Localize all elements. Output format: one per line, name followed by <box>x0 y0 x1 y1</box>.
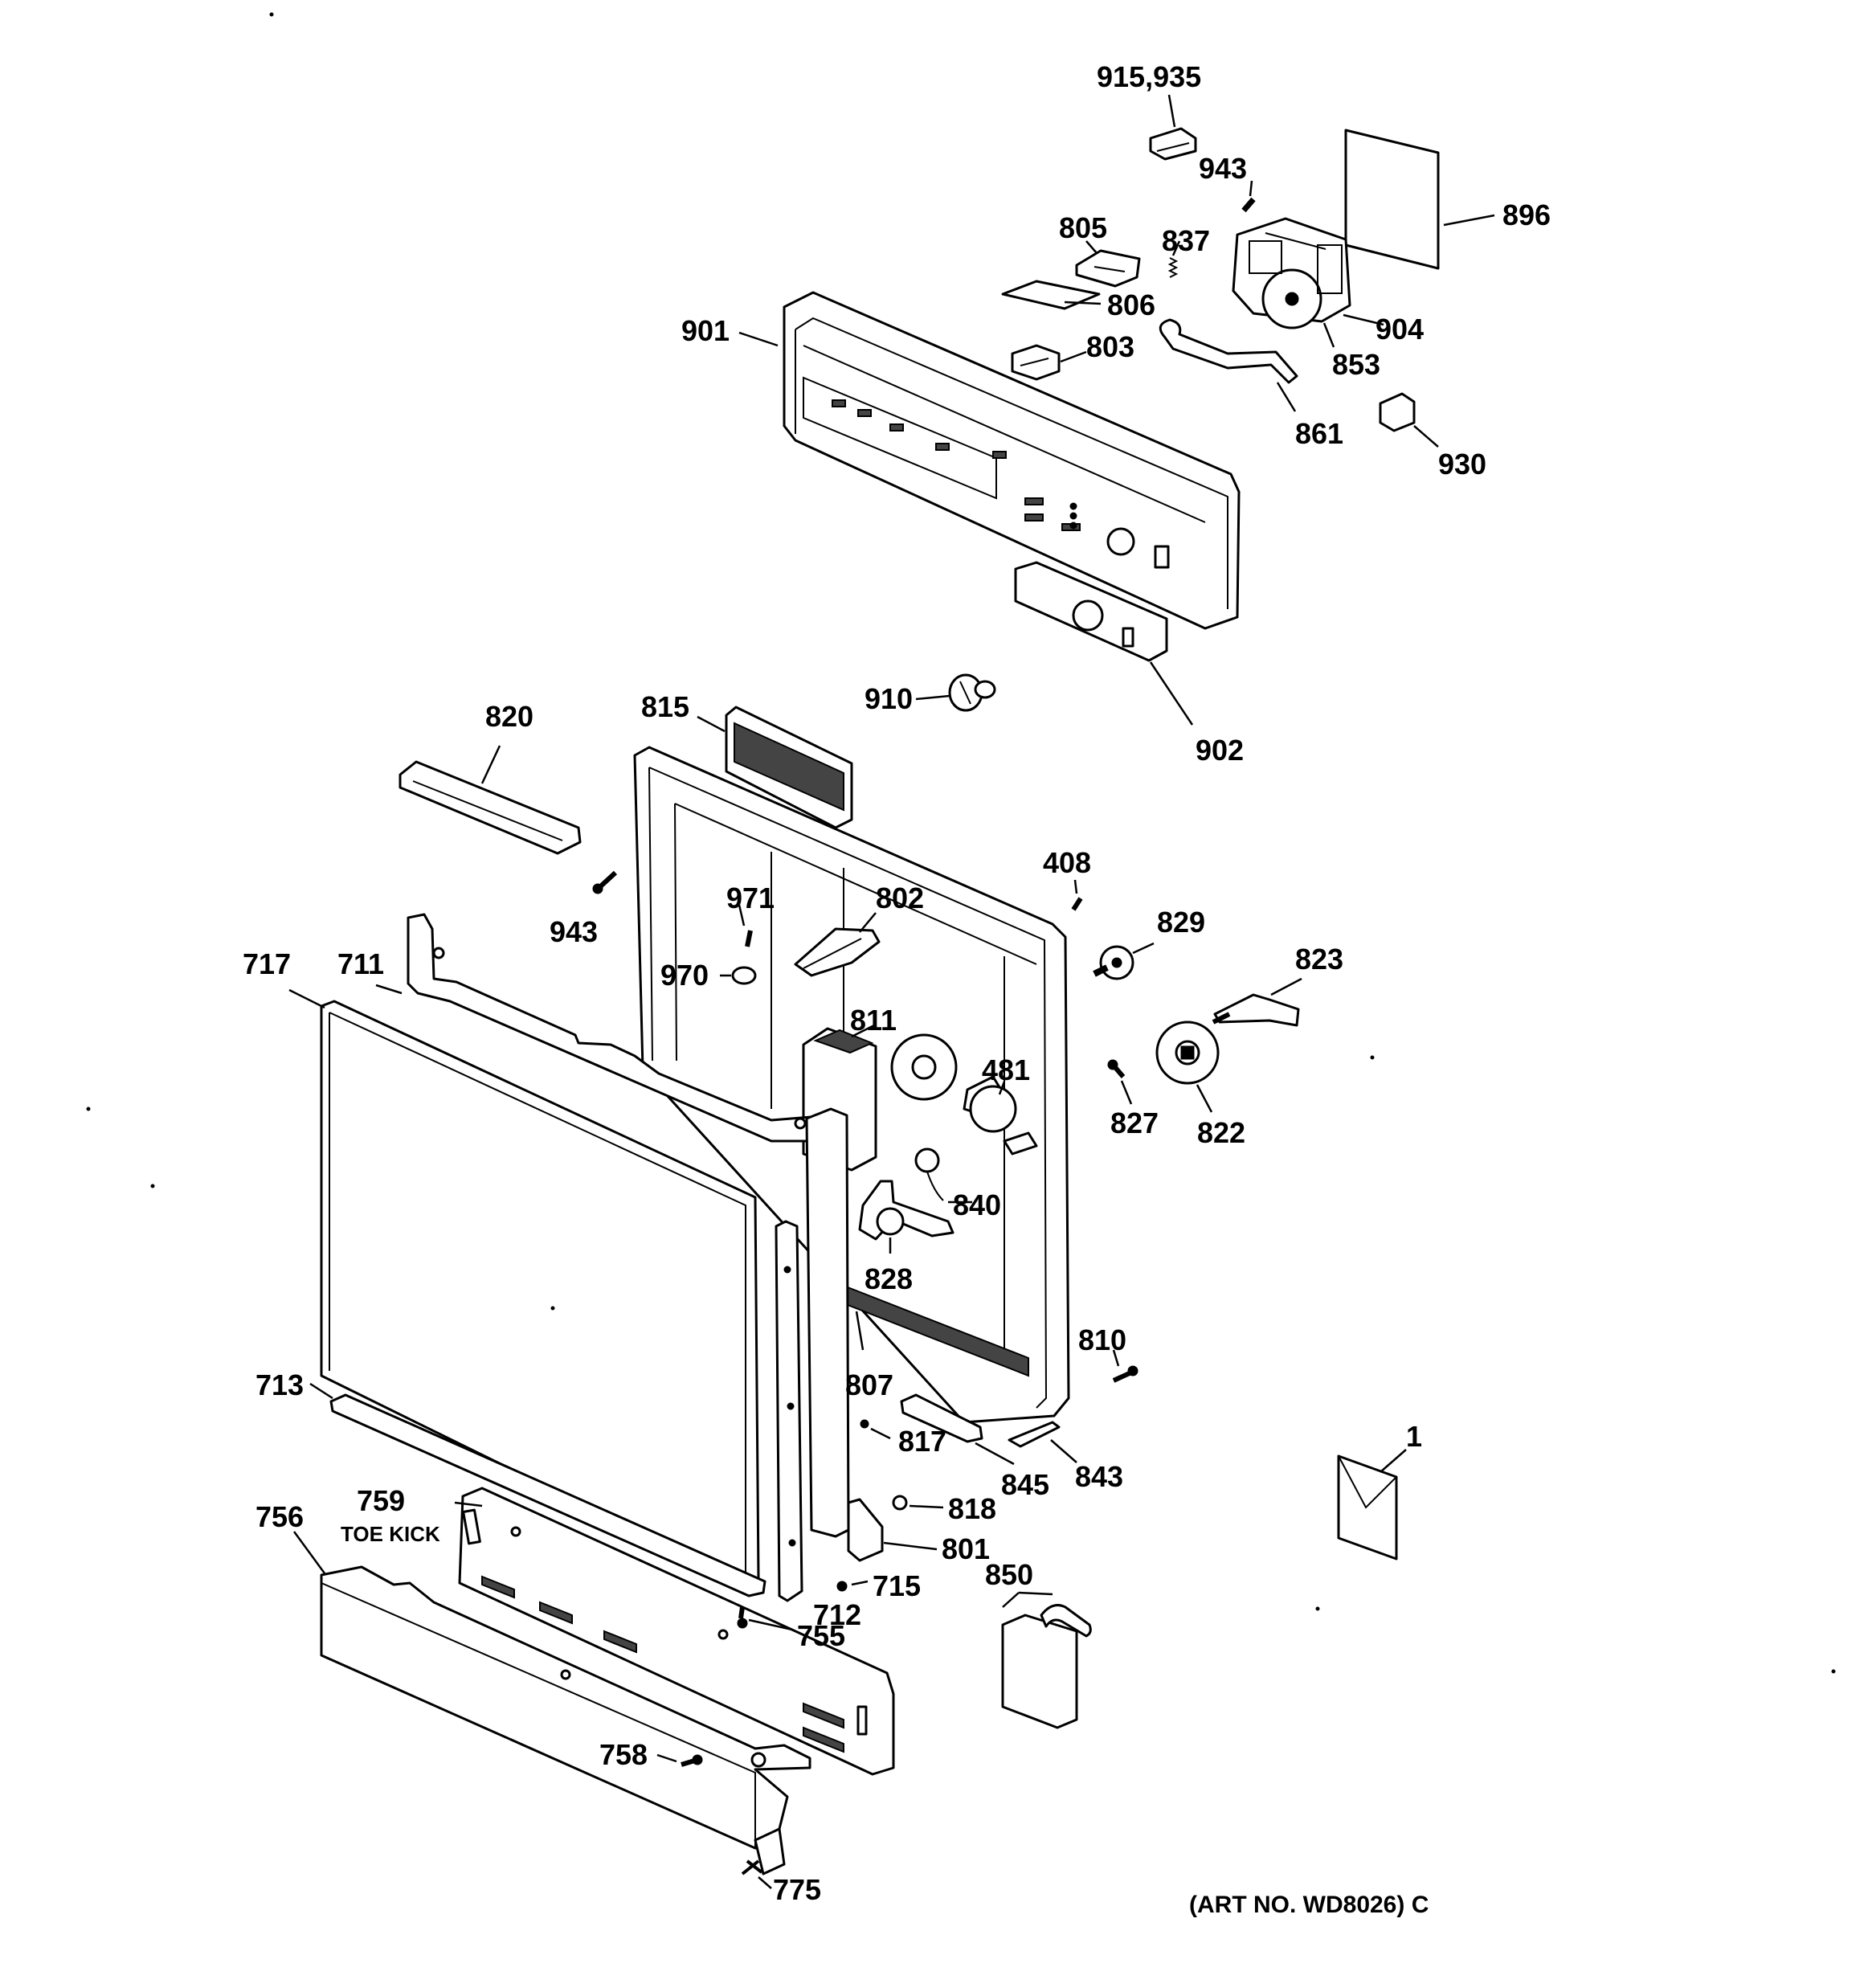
part-755-screw <box>737 1606 793 1631</box>
label-717: 717 <box>243 947 291 980</box>
part-861-lever <box>1159 318 1298 412</box>
label-715: 715 <box>873 1569 921 1602</box>
label-713: 713 <box>255 1368 304 1401</box>
label-943-top: 943 <box>1199 152 1247 185</box>
art-number: (ART NO. WD8026) C <box>1189 1892 1429 1918</box>
part-930-button <box>1379 392 1439 448</box>
part-971-pin <box>738 904 753 947</box>
part-915-935-switch <box>1149 94 1197 161</box>
part-713-bottom-strip <box>309 1382 766 1597</box>
label-807: 807 <box>845 1368 893 1401</box>
part-902-panel-insert <box>1014 561 1194 726</box>
label-843: 843 <box>1075 1460 1123 1493</box>
part-822-wheel <box>1155 1021 1220 1113</box>
label-850: 850 <box>985 1558 1033 1591</box>
part-828-latch <box>858 1180 954 1254</box>
part-805-bracket <box>1075 240 1141 288</box>
part-756-kick-plate <box>292 1531 811 1876</box>
label-775: 775 <box>773 1873 821 1906</box>
part-801-hinge <box>805 1107 944 1562</box>
background-specks <box>86 12 1836 1674</box>
part-711-inner-panel <box>375 913 813 1143</box>
part-712-side-rail <box>775 1220 803 1602</box>
label-901: 901 <box>681 314 730 347</box>
label-915-935: 915,935 <box>1097 60 1201 93</box>
label-822: 822 <box>1197 1116 1245 1149</box>
label-861: 861 <box>1295 417 1343 450</box>
part-837-spring <box>1167 240 1181 278</box>
part-803-switch <box>1011 344 1087 381</box>
part-810-screw <box>1112 1349 1138 1383</box>
part-845-bracket <box>900 1393 1015 1466</box>
label-896: 896 <box>1502 198 1551 231</box>
label-815: 815 <box>641 690 689 723</box>
label-802: 802 <box>876 882 924 914</box>
part-758-screw <box>656 1753 703 1767</box>
label-828: 828 <box>865 1262 913 1295</box>
label-970: 970 <box>660 959 709 992</box>
label-408: 408 <box>1043 846 1091 879</box>
label-805: 805 <box>1059 211 1107 244</box>
label-823: 823 <box>1295 943 1343 976</box>
label-481: 481 <box>982 1053 1030 1086</box>
part-843-rail <box>1008 1421 1077 1463</box>
label-840: 840 <box>953 1188 1001 1221</box>
part-901-control-panel <box>738 291 1241 630</box>
part-815-vent <box>697 706 853 829</box>
label-853: 853 <box>1332 348 1380 381</box>
part-807-gasket <box>855 1311 865 1351</box>
part-408-screw <box>1071 879 1083 911</box>
part-820-handle <box>399 745 582 855</box>
label-904: 904 <box>1376 313 1424 346</box>
label-810: 810 <box>1078 1323 1126 1356</box>
label-811: 811 <box>850 1004 897 1037</box>
label-1: 1 <box>1406 1420 1422 1453</box>
label-837: 837 <box>1162 224 1210 257</box>
label-827: 827 <box>1110 1106 1159 1139</box>
label-845: 845 <box>1001 1468 1049 1501</box>
part-481-cover <box>963 1075 1038 1156</box>
label-712: 712 <box>813 1598 861 1631</box>
label-711: 711 <box>337 947 384 980</box>
part-806-label <box>1001 280 1102 310</box>
part-759-toe-kick <box>454 1487 895 1776</box>
label-943-left: 943 <box>550 915 598 948</box>
part-829-gear <box>1093 942 1155 980</box>
part-827-screw <box>1107 1059 1133 1105</box>
label-820: 820 <box>485 700 533 733</box>
label-801: 801 <box>942 1532 990 1565</box>
part-817-screw <box>860 1419 891 1440</box>
label-759: 759 <box>357 1484 405 1517</box>
part-1-literature <box>1337 1449 1407 1561</box>
part-896-sheet <box>1344 129 1495 270</box>
part-840-spring <box>914 1147 972 1204</box>
part-910-knob <box>915 673 996 712</box>
label-758: 758 <box>599 1738 648 1771</box>
part-943-screw-top <box>1241 180 1256 213</box>
label-902: 902 <box>1196 734 1244 767</box>
label-971: 971 <box>726 882 775 914</box>
part-775-clip <box>741 1859 772 1889</box>
label-818: 818 <box>948 1492 996 1525</box>
label-755: 755 <box>797 1619 845 1652</box>
label-829: 829 <box>1157 906 1205 939</box>
part-904-timer <box>1232 217 1384 348</box>
part-802-latch <box>794 912 881 977</box>
label-803: 803 <box>1086 330 1134 363</box>
label-910: 910 <box>865 682 913 715</box>
part-970-bushing <box>720 966 757 985</box>
part-850-bracket <box>1001 1591 1092 1729</box>
label-806: 806 <box>1107 288 1155 321</box>
part-943-screw-left <box>592 870 618 894</box>
part-823-shaft <box>1212 977 1302 1027</box>
label-930: 930 <box>1438 448 1486 481</box>
part-715-screw <box>836 1580 869 1592</box>
label-756: 756 <box>255 1500 304 1533</box>
label-toe-kick: TOE KICK <box>341 1522 440 1546</box>
label-817: 817 <box>898 1425 946 1458</box>
